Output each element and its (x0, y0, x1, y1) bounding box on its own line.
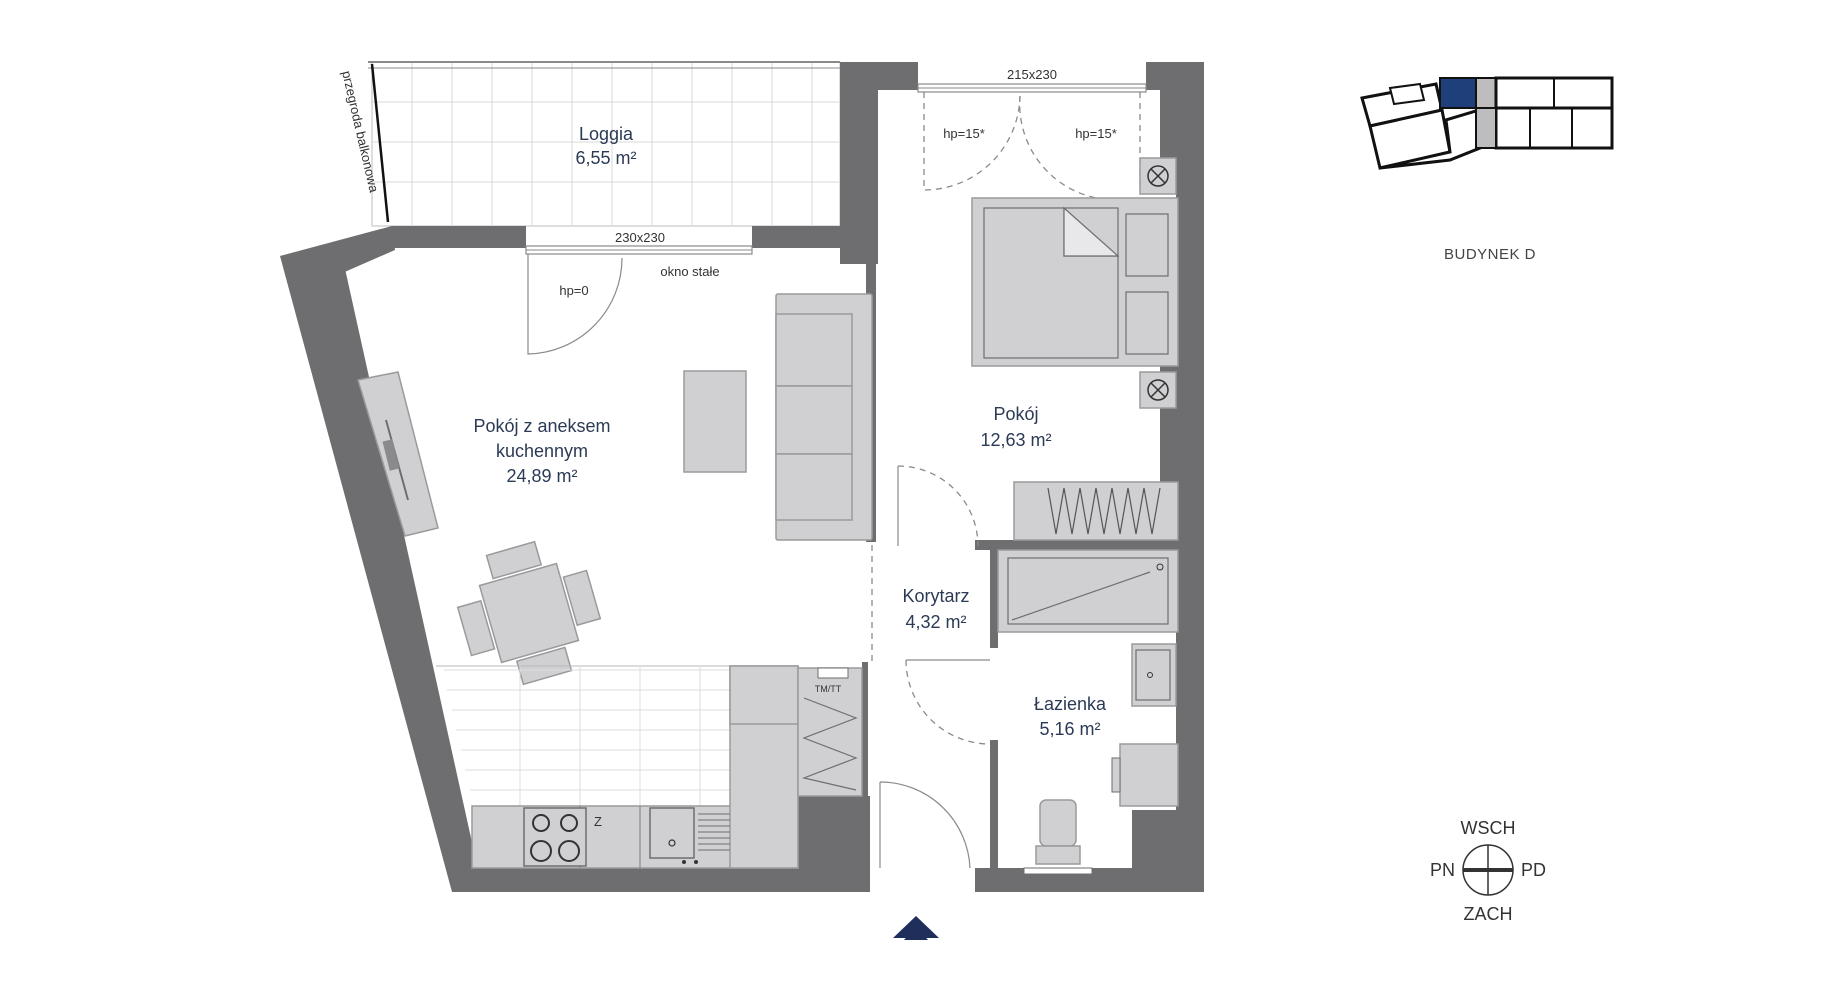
window-loggia (525, 245, 753, 355)
bed (971, 197, 1179, 367)
window-loggia-size: 230x230 (615, 230, 665, 245)
kitchen-floor (436, 665, 730, 806)
compass-south: ZACH (1464, 904, 1513, 924)
bedroom-name: Pokój (993, 404, 1038, 424)
entrance-door (879, 781, 971, 869)
building-label: BUDYNEK D (1444, 246, 1536, 263)
tv-cabinet (357, 371, 439, 537)
living-area-value: 24,89 m² (506, 466, 577, 486)
compass-north: WSCH (1461, 818, 1516, 838)
hob-mark: Z (594, 814, 602, 829)
living-name-line2: kuchennym (496, 441, 588, 461)
compass-east: PD (1521, 860, 1546, 880)
living-name-line1: Pokój z aneksem (473, 416, 610, 436)
radiator-icon (1139, 157, 1177, 195)
compass-west: PN (1430, 860, 1455, 880)
door-bathroom (905, 659, 991, 745)
wardrobe (1013, 481, 1179, 541)
window-bedroom-size: 215x230 (1007, 67, 1057, 82)
bathroom-area-value: 5,16 m² (1039, 719, 1100, 739)
bedroom-area-value: 12,63 m² (980, 430, 1051, 450)
corridor-name: Korytarz (902, 586, 969, 606)
utility-wardrobe (797, 667, 863, 797)
loggia-name: Loggia (579, 124, 634, 144)
sofa (775, 293, 873, 541)
appliance-label: TM/TT (815, 684, 842, 694)
radiator-icon (1139, 371, 1177, 409)
window-bedroom (917, 83, 1147, 201)
hob (523, 807, 587, 867)
kitchen-sink (649, 807, 730, 864)
bedroom-hp-left: hp=15* (943, 126, 985, 141)
building-key-plan (1360, 76, 1614, 170)
bathroom-name: Łazienka (1034, 694, 1107, 714)
fixed-window-label: okno stałe (660, 264, 719, 279)
washbasin (1131, 643, 1177, 707)
bedroom-hp-right: hp=15* (1075, 126, 1117, 141)
washing-machine (1111, 743, 1179, 807)
corridor-area-value: 4,32 m² (905, 612, 966, 632)
loggia-area-value: 6,55 m² (575, 148, 636, 168)
kitchen-counter (471, 665, 799, 869)
loggia-area (368, 61, 841, 227)
bathtub (997, 549, 1179, 633)
compass-icon (1462, 844, 1514, 896)
door-living-corridor (871, 465, 979, 662)
window-loggia-hp: hp=0 (559, 283, 588, 298)
coffee-table (683, 370, 747, 473)
toilet (1023, 799, 1093, 875)
dining-set (456, 540, 602, 686)
